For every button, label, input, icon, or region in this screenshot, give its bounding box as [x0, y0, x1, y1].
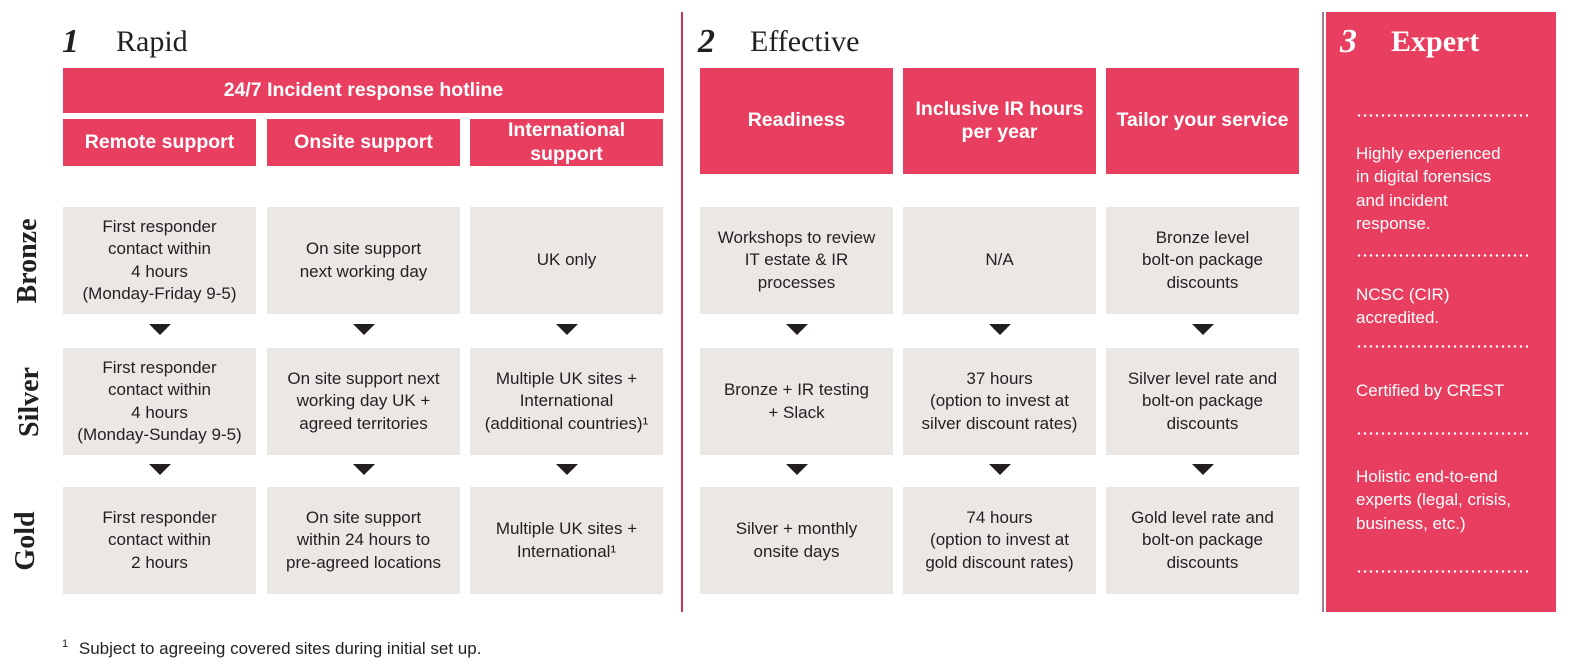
footnote-marker: 1 [62, 638, 69, 650]
rapid-cell-silver-onsite: On site support next working day UK + ag… [267, 348, 460, 455]
section-1-title: Rapid [116, 25, 188, 58]
effective-column-header-inclusive-ir-hours: Inclusive IR hours per year [903, 68, 1096, 174]
section-3-title: Expert [1391, 25, 1480, 58]
effective-column-header-readiness: Readiness [700, 68, 893, 174]
rapid-cell-gold-onsite: On site support within 24 hours to pre-a… [267, 487, 460, 594]
expert-divider-dots [1356, 114, 1528, 117]
arrow-down-icon [1192, 464, 1214, 475]
expert-panel-rule [1322, 12, 1324, 612]
expert-item-3: Certified by CREST [1356, 381, 1505, 400]
footnote: 1 Subject to agreeing covered sites duri… [62, 638, 481, 659]
rapid-banner: 24/7 Incident response hotline [63, 68, 664, 113]
arrow-down-icon [353, 324, 375, 335]
arrow-down-icon [1192, 324, 1214, 335]
effective-cell-silver-readiness: Bronze + IR testing + Slack [700, 348, 893, 455]
rapid-cell-gold-international: Multiple UK sites + International¹ [470, 487, 663, 594]
section-2-title: Effective [750, 25, 860, 58]
effective-cell-bronze-tailor: Bronze level bolt-on package discounts [1106, 207, 1299, 314]
section-3-number: 3 [1340, 23, 1357, 60]
arrow-down-icon [786, 324, 808, 335]
expert-item-2: NCSC (CIR) accredited. [1356, 285, 1450, 328]
rapid-cell-silver-international: Multiple UK sites + International (addit… [470, 348, 663, 455]
rapid-column-header-onsite-support: Onsite support [267, 119, 460, 166]
effective-cell-gold-tailor: Gold level rate and bolt-on package disc… [1106, 487, 1299, 594]
arrow-down-icon [556, 464, 578, 475]
arrow-down-icon [786, 464, 808, 475]
rapid-cell-bronze-international: UK only [470, 207, 663, 314]
arrow-down-icon [989, 464, 1011, 475]
effective-cell-silver-tailor: Silver level rate and bolt-on package di… [1106, 348, 1299, 455]
arrow-down-icon [556, 324, 578, 335]
effective-column-header-tailor-your-service: Tailor your service [1106, 68, 1299, 174]
section-1-number: 1 [62, 23, 79, 60]
effective-cell-gold-readiness: Silver + monthly onsite days [700, 487, 893, 594]
arrow-down-icon [149, 464, 171, 475]
rapid-cell-bronze-remote: First responder contact within 4 hours (… [63, 207, 256, 314]
expert-item-4: Holistic end-to-end experts (legal, cris… [1356, 467, 1511, 533]
row-label-gold: Gold [10, 511, 41, 571]
footnote-text: Subject to agreeing covered sites during… [78, 638, 482, 658]
effective-cell-bronze-readiness: Workshops to review IT estate & IR proce… [700, 207, 893, 314]
arrow-down-icon [989, 324, 1011, 335]
effective-cell-bronze-hours: N/A [903, 207, 1096, 314]
expert-divider-dots [1356, 345, 1528, 348]
rapid-column-header-remote-support: Remote support [63, 119, 256, 166]
section-2-number: 2 [698, 23, 715, 60]
expert-item-1: Highly experienced in digital forensics … [1356, 144, 1501, 234]
row-label-silver: Silver [14, 367, 45, 437]
effective-cell-gold-hours: 74 hours (option to invest at gold disco… [903, 487, 1096, 594]
section-divider [681, 12, 683, 612]
rapid-cell-silver-remote: First responder contact within 4 hours (… [63, 348, 256, 455]
rapid-column-header-international-support: International support [470, 119, 663, 166]
expert-panel [1326, 12, 1556, 612]
expert-divider-dots [1356, 570, 1528, 573]
rapid-cell-bronze-onsite: On site support next working day [267, 207, 460, 314]
expert-divider-dots [1356, 254, 1528, 257]
effective-cell-silver-hours: 37 hours (option to invest at silver dis… [903, 348, 1096, 455]
rapid-cell-gold-remote: First responder contact within 2 hours [63, 487, 256, 594]
arrow-down-icon [149, 324, 171, 335]
expert-divider-dots [1356, 432, 1528, 435]
arrow-down-icon [353, 464, 375, 475]
row-label-bronze: Bronze [12, 218, 43, 304]
